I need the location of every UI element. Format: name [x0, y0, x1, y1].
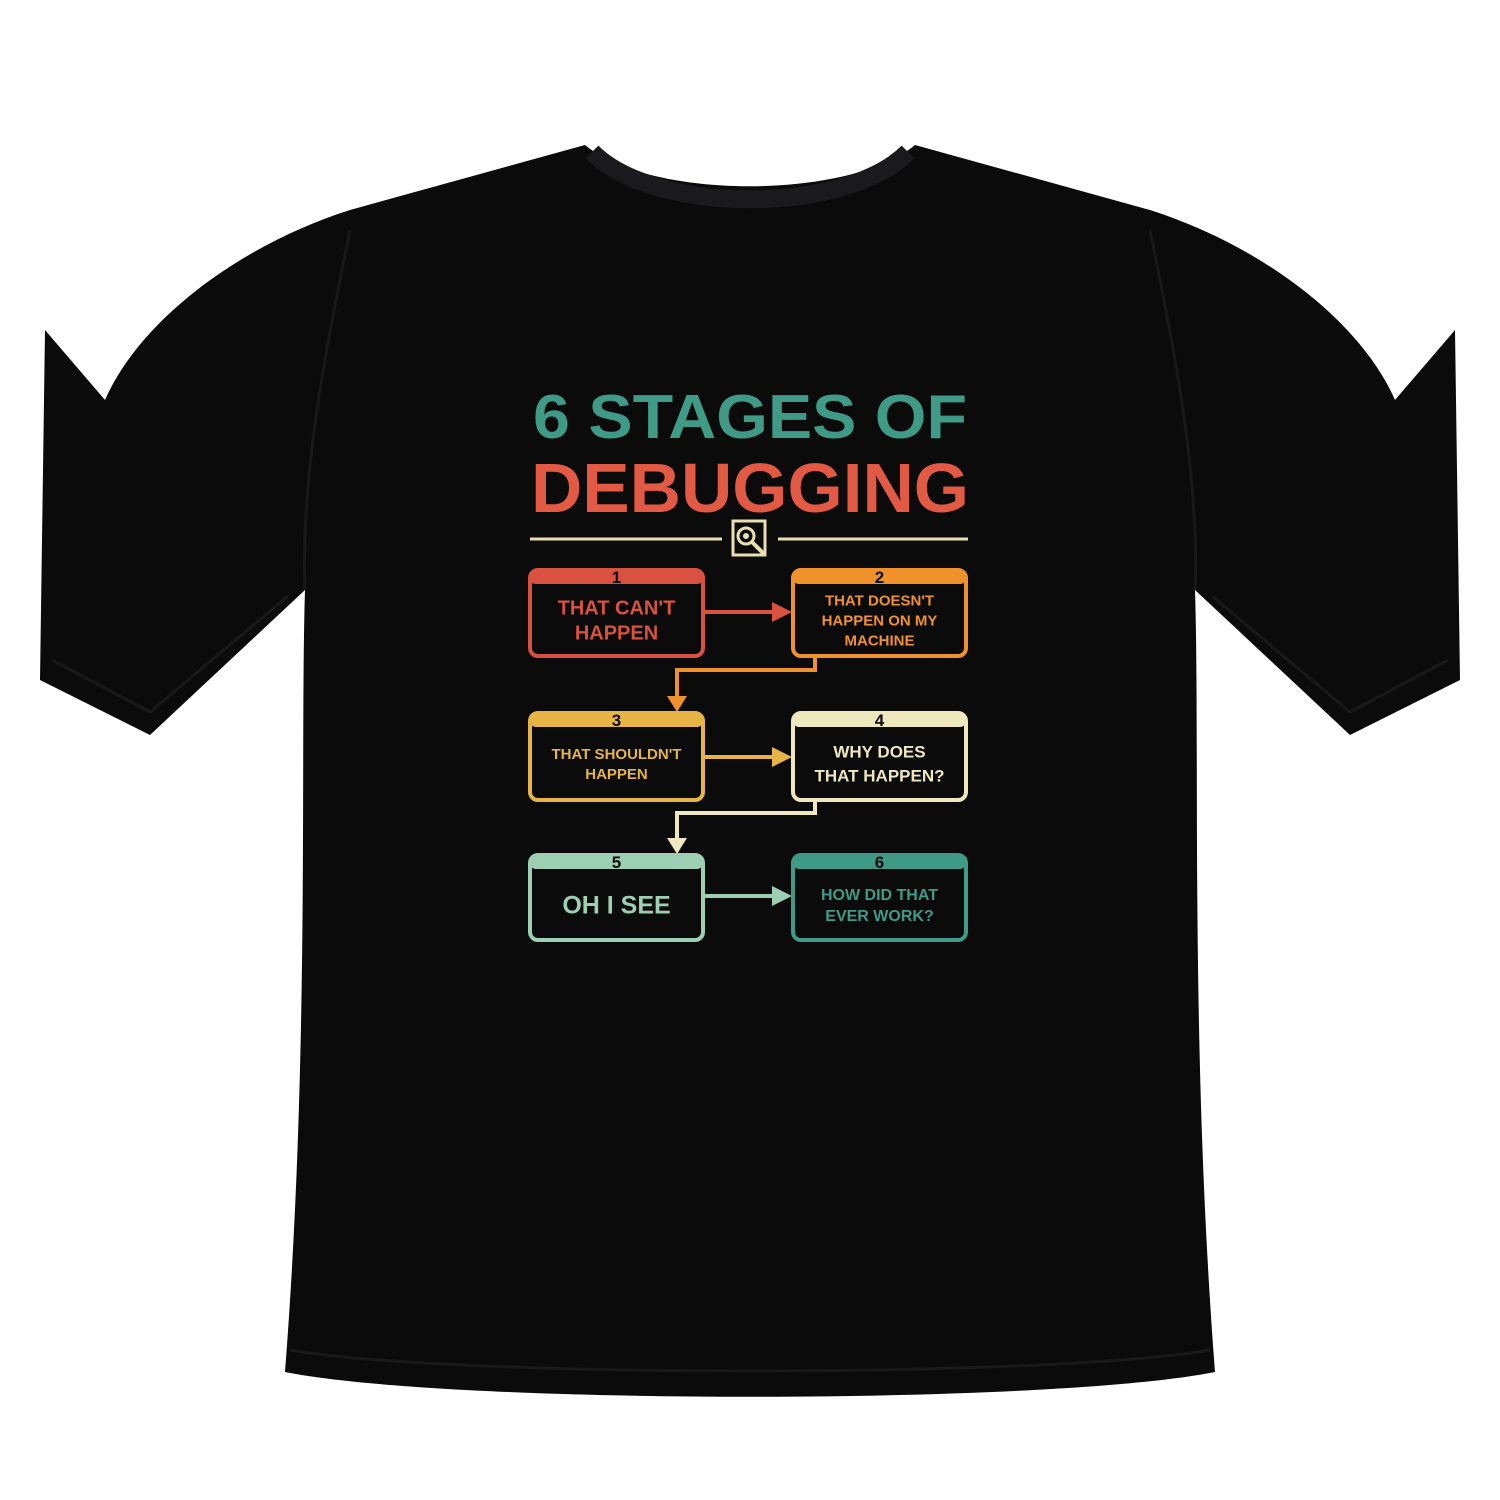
stage-4-text-line: THAT HAPPEN? [814, 767, 944, 786]
left-sleeve-seam [303, 229, 352, 591]
stage-2-text-line: MACHINE [845, 632, 915, 649]
stage-box-5: 5 OH I SEE [528, 853, 705, 942]
right-sleeve-seam [1148, 229, 1197, 591]
stage-tab-1 [530, 570, 703, 584]
stage-5-text-line: OH I SEE [562, 892, 670, 920]
stage-6-text-line: HOW DID THAT [821, 887, 938, 904]
stage-outline-3 [528, 711, 705, 802]
tshirt-collar [585, 145, 915, 209]
stage-number-1: 1 [612, 568, 621, 587]
stage-outline-2 [791, 568, 968, 658]
arrow-1-to-2 [705, 602, 792, 622]
right-sleeve-hem [1211, 594, 1449, 714]
stage-tab-6 [793, 855, 966, 869]
tshirt [40, 145, 1460, 1397]
stage-1-text-line: THAT CAN'T [558, 598, 676, 620]
stage-2-text-line: THAT DOESN'T [825, 592, 934, 609]
stage-number-2: 2 [875, 568, 884, 587]
stage-tab-4 [793, 713, 966, 727]
stage-3-text-line: HAPPEN [585, 766, 648, 783]
bug-magnifier-icon [731, 519, 767, 557]
stage-outline-6 [791, 853, 968, 942]
bottom-hem [289, 1348, 1211, 1373]
arrow-3-to-4 [705, 747, 792, 767]
stage-outline-5 [528, 853, 705, 942]
stage-number-3: 3 [612, 711, 621, 730]
stage-outline-4 [791, 711, 968, 802]
stage-2-text-line: HAPPEN ON MY [822, 612, 938, 629]
stage-outline-1 [528, 568, 705, 658]
left-sleeve-hem [51, 594, 289, 714]
title-line1: 6 STAGES OF [533, 383, 967, 452]
title-divider [530, 519, 968, 557]
stage-tab-5 [530, 855, 703, 869]
arrow-2-to-3 [667, 656, 817, 712]
stage-tab-3 [530, 713, 703, 727]
stage-number-5: 5 [612, 853, 621, 872]
arrows [667, 602, 817, 906]
stage-number-4: 4 [875, 711, 885, 730]
arrow-5-to-6 [705, 886, 792, 906]
arrow-4-to-5 [667, 800, 817, 854]
tshirt-body [40, 145, 1460, 1397]
stage-3-text-line: THAT SHOULDN'T [552, 746, 682, 763]
title-line2: DEBUGGING [531, 449, 969, 527]
stage-4-text-line: WHY DOES [833, 743, 925, 762]
stage-6-text-line: EVER WORK? [825, 908, 933, 925]
stage-tab-2 [793, 570, 966, 584]
stage-1-text-line: HAPPEN [575, 623, 658, 645]
stage-number-6: 6 [875, 853, 884, 872]
